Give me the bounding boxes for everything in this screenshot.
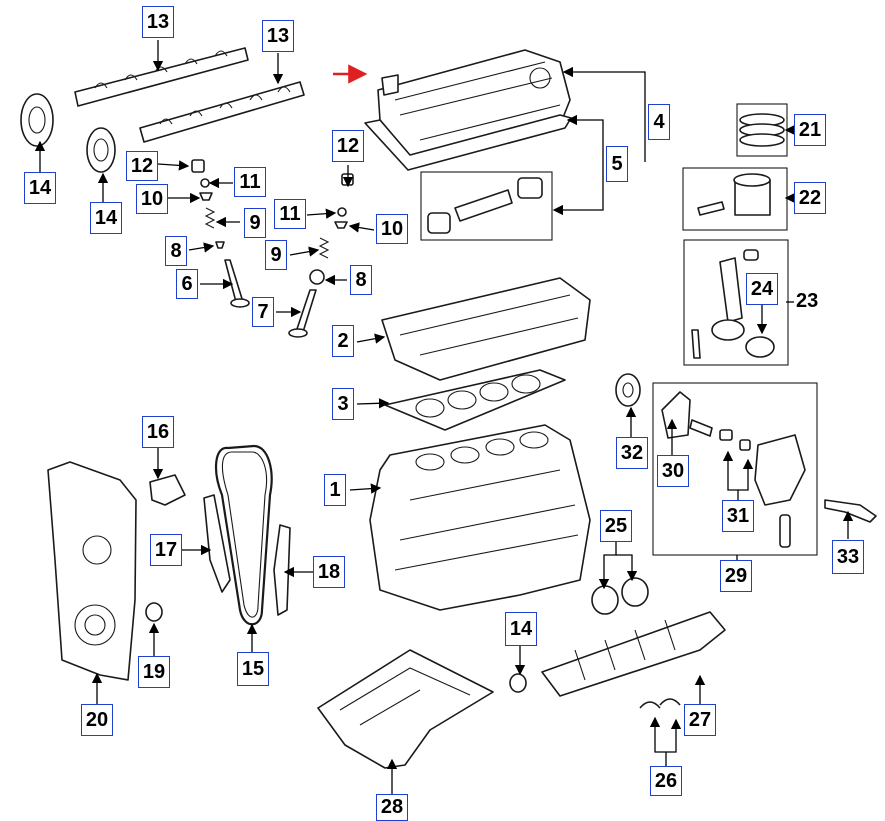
head-gasket — [384, 369, 566, 431]
callout-7: 7 — [252, 297, 274, 327]
callout-33: 33 — [832, 540, 864, 574]
thrust-washers — [639, 698, 681, 709]
tensioner — [149, 474, 186, 506]
callout-20: 20 — [81, 704, 113, 736]
callout-10-right: 10 — [376, 214, 408, 244]
leader-lines — [34, 40, 854, 794]
callout-14-lower: 14 — [505, 612, 537, 646]
callout-8-right: 8 — [350, 265, 372, 295]
callout-15: 15 — [237, 652, 269, 686]
callout-18: 18 — [313, 556, 345, 588]
callout-9-right: 9 — [265, 240, 287, 270]
callout-14-center: 14 — [90, 202, 122, 234]
camshaft-lower — [139, 81, 305, 143]
callout-8-left: 8 — [165, 236, 187, 266]
cam-sprocket-center — [86, 127, 116, 173]
callout-10-left: 10 — [136, 184, 168, 214]
timing-cover — [47, 461, 137, 681]
piston-rings — [736, 103, 788, 157]
callout-19: 19 — [138, 656, 170, 688]
callout-28: 28 — [376, 794, 408, 821]
callout-26: 26 — [650, 766, 682, 796]
chain-guide-left — [203, 494, 231, 593]
callout-1: 1 — [324, 474, 346, 506]
callout-2: 2 — [332, 325, 354, 357]
crankshaft — [509, 611, 726, 697]
callout-11-right: 11 — [274, 199, 306, 229]
callout-23: 23 — [796, 290, 819, 312]
callout-3: 3 — [332, 388, 354, 420]
callout-32: 32 — [616, 437, 648, 469]
timing-chain — [215, 444, 273, 626]
oil-pan — [317, 649, 494, 769]
camshaft-upper — [74, 47, 249, 107]
chain-guide-right — [273, 524, 291, 616]
piston — [682, 167, 788, 231]
callout-12-right: 12 — [332, 130, 364, 162]
callout-11-left: 11 — [234, 167, 266, 197]
callout-30: 30 — [657, 455, 689, 487]
callout-13-right: 13 — [262, 20, 294, 52]
callout-27: 27 — [684, 704, 716, 736]
callout-31: 31 — [722, 500, 754, 532]
callout-22: 22 — [794, 182, 826, 214]
sprocket — [615, 373, 641, 407]
callout-21: 21 — [794, 114, 826, 146]
callout-13-upper: 13 — [142, 6, 174, 38]
oil-pump-box — [652, 382, 818, 556]
callout-5: 5 — [606, 146, 628, 182]
engine-block — [369, 424, 591, 611]
main-bearings — [591, 577, 649, 615]
callout-6: 6 — [176, 269, 198, 299]
cam-sprocket-left — [20, 93, 54, 147]
callout-12-left: 12 — [126, 151, 158, 181]
callout-25: 25 — [600, 510, 632, 542]
callout-16: 16 — [142, 416, 174, 448]
cylinder-head — [381, 277, 591, 381]
callout-4: 4 — [648, 104, 670, 140]
callout-9-left: 9 — [244, 208, 266, 238]
callout-29: 29 — [720, 560, 752, 592]
gasket-box — [420, 171, 553, 241]
callout-14-left: 14 — [24, 172, 56, 204]
sensor — [824, 499, 877, 523]
callout-24: 24 — [746, 273, 778, 305]
callout-17: 17 — [150, 534, 182, 566]
valve-cover — [364, 49, 572, 171]
seal — [145, 602, 163, 622]
